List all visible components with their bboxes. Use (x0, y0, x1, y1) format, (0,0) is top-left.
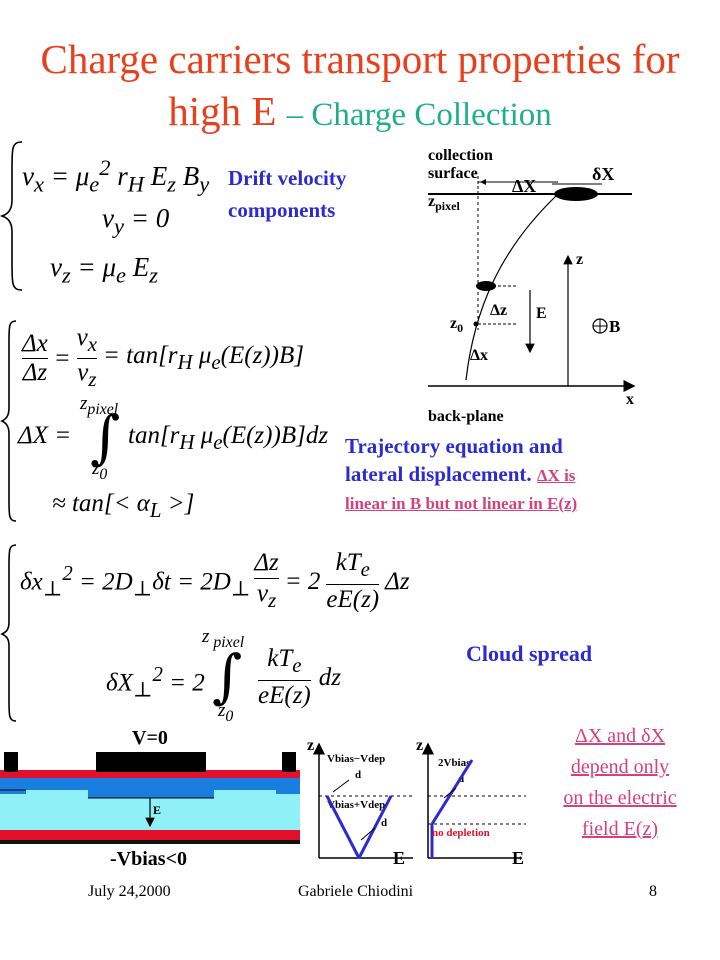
title-line-1: Charge carriers transport properties for (40, 36, 680, 82)
plot2-z-label: z (416, 738, 423, 754)
plot2-top-label: 2Vbias (438, 757, 471, 769)
delta-z-label: Δz (490, 302, 507, 319)
trajectory-eq-row2-lhs: ΔX = (18, 422, 72, 449)
trajectory-diagram: collection surface zpixel ΔX δX Δz z0 Δx… (428, 147, 636, 425)
b-field-label: B (609, 317, 620, 336)
frac-eez-2: eE(z) (258, 682, 311, 709)
note-line1: ΔX and δX (574, 725, 666, 747)
back-plane-label: back-plane (428, 408, 504, 425)
equation-vx: vx = μe2 rH Ez By (22, 155, 210, 197)
frac-kte-2: kTe (267, 645, 302, 677)
trajectory-description: Trajectory equation and lateral displace… (345, 432, 577, 518)
z-pixel-label: zpixel (428, 193, 460, 213)
trajectory-eq-row1: Δx Δz = vx vz = tan[rH μe(E(z))B] (22, 324, 304, 391)
plot1-field-line-2 (357, 795, 393, 859)
drift-velocity-label: Drift velocity components (228, 162, 346, 226)
cloud-spread-label: Cloud spread (466, 641, 593, 666)
trajectory-brace (0, 320, 17, 522)
e-field-label: E (536, 305, 547, 322)
cloud-brace (0, 544, 17, 722)
delta-x-label: ΔX (512, 176, 536, 196)
field-plot-undepleted: z 2Vbias d no depletion E (416, 738, 526, 866)
plot2-field-line (430, 759, 474, 825)
integral-lower-limit: z0 (92, 458, 108, 483)
cloud-eq-row1: δx⊥2 = 2D⊥δt = 2D⊥ Δz vz = 2 kTe eE(z) Δ… (20, 548, 410, 615)
cloud-integral-sign: ∫ (212, 642, 243, 710)
footer-author: Gabriele Chiodini (298, 883, 414, 900)
vbias-label: -Vbias<0 (110, 848, 187, 870)
field-plot-depleted: z Vbias−Vdep d Vbias+Vdep d E (307, 738, 413, 866)
small-delta-x-label: δX (592, 164, 614, 184)
z-axis-label: z (576, 251, 583, 268)
drift-brace (0, 141, 23, 291)
footer-page-number: 8 (649, 883, 657, 900)
frac-dx: Δx (22, 330, 48, 357)
delta-z-tail: Δz (385, 567, 410, 595)
pixel-electrode (96, 752, 206, 772)
equation-vz: vz = μe Ez (50, 252, 159, 288)
cloud-integral-lower: z0 (218, 700, 234, 725)
trajectory-text-line3: linear in B but not linear in E(z) (345, 494, 578, 513)
equals-two: = 2 (284, 567, 321, 595)
plot1-z-label: z (307, 738, 314, 754)
v-zero-label: V=0 (132, 727, 168, 749)
frac-delta-z: Δz (254, 549, 279, 576)
plot1-field-line-1 (325, 795, 361, 859)
collection-label: collection (428, 147, 493, 164)
trajectory-text-line1: Trajectory equation and (345, 434, 563, 458)
slide-title: Charge carriers transport properties for… (0, 34, 720, 142)
plot1-top-label: Vbias−Vdep (327, 753, 385, 765)
surface-label: surface (428, 165, 478, 182)
trajectory-eq-row3: ≈ tan[< αL >] (52, 490, 195, 522)
note-line4: field E(z) (581, 818, 659, 840)
drift-label-line2: components (228, 198, 336, 222)
note-line2: depend only (570, 756, 670, 778)
charge-cloud-top (554, 187, 598, 201)
plot1-mid-label: Vbias+Vdep (327, 799, 385, 811)
plot1-e-label: E (393, 848, 405, 866)
frac-eez: eE(z) (326, 586, 380, 613)
diffusion-expression: δx⊥2 = 2D⊥δt = 2D⊥ (20, 561, 251, 601)
frac-vx: vx (76, 324, 98, 356)
delta-x-small-label: Δx (470, 347, 488, 364)
detector-cross-section: V=0 E -Vbias<0 (0, 727, 300, 870)
z0-label: z0 (450, 315, 463, 335)
trajectory-curve (465, 195, 557, 381)
dz-tail: dz (318, 663, 341, 691)
frac-vz: vz (77, 359, 97, 391)
frac-vz-2: vz (256, 580, 277, 612)
trajectory-eq-row2-rhs: tan[rH μe(E(z))B]dz (128, 422, 329, 454)
plot1-d1-label: d (355, 769, 361, 781)
integral-upper-limit: zpixel (80, 393, 119, 418)
note-line3: on the electric (563, 787, 677, 809)
plot1-d2-label: d (381, 817, 387, 829)
trajectory-text-line2: lateral displacement. ΔX is (345, 462, 576, 486)
equation-vy: vy = 0 (102, 203, 170, 239)
cloud-integral-upper: z pixel (202, 626, 245, 651)
integral-sign: ∫ (90, 403, 121, 471)
tan-expression: = tan[rH μe(E(z))B] (103, 342, 304, 374)
frac-dz: Δz (22, 359, 48, 386)
title-line-2: high E – Charge Collection (0, 84, 720, 142)
cloud-eq-row2-lhs: δX⊥2 = 2 (106, 662, 205, 702)
frac-kte: kTe (335, 549, 370, 581)
cloud-eq-row2-frac: kTe eE(z) dz (258, 644, 341, 711)
electric-field-note: ΔX and δX depend only on the electric fi… (535, 721, 705, 845)
footer-date: July 24,2000 (88, 883, 171, 900)
x-axis-label: x (626, 391, 634, 408)
title-main: high E (168, 88, 287, 134)
title-subtitle: – Charge Collection (286, 97, 552, 133)
plot2-e-label: E (512, 848, 524, 866)
detector-e-label: E (153, 803, 161, 817)
drift-label-line1: Drift velocity (228, 166, 347, 190)
plot2-no-depletion-label: no depletion (432, 827, 490, 839)
